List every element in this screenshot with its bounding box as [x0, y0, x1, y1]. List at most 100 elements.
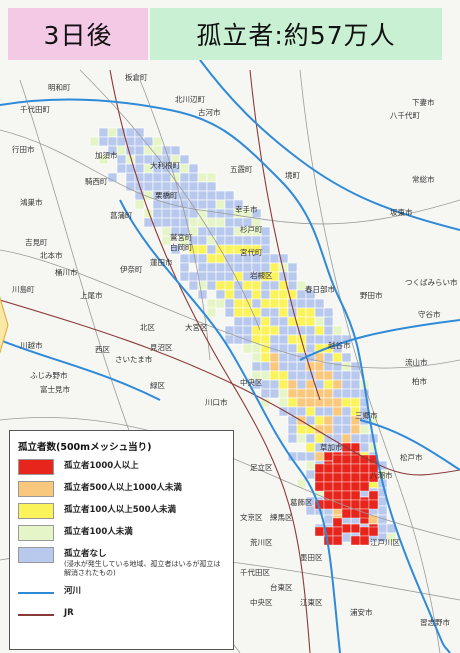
mesh-cell — [98, 127, 109, 138]
mesh-cell — [287, 343, 298, 354]
mesh-cell — [377, 523, 388, 534]
mesh-cell — [197, 226, 208, 237]
mesh-cell — [305, 334, 316, 345]
mesh-cell — [323, 499, 334, 510]
place-label: つくばみらい市 — [405, 277, 458, 287]
mesh-cell — [341, 523, 352, 534]
mesh-cell — [305, 451, 316, 462]
legend-item-1000plus: 孤立者1000人以上 — [18, 459, 225, 475]
mesh-cell — [224, 217, 235, 228]
mesh-cell — [305, 505, 316, 516]
mesh-cell — [287, 325, 298, 336]
mesh-cell — [188, 163, 199, 174]
mesh-cell — [179, 271, 190, 282]
mesh-cell — [269, 307, 280, 318]
mesh-cell — [305, 370, 316, 381]
mesh-cell — [107, 136, 118, 147]
mesh-cell — [188, 181, 199, 192]
mesh-cell — [332, 517, 343, 528]
mesh-cell — [287, 379, 298, 390]
mesh-cell — [341, 472, 352, 483]
place-label: 千代田区 — [240, 567, 270, 577]
mesh-cell — [323, 472, 334, 483]
mesh-cell — [296, 451, 307, 462]
mesh-cell — [359, 499, 370, 510]
mesh-cell — [332, 415, 343, 426]
mesh-cell — [287, 397, 298, 408]
mesh-cell — [251, 352, 262, 363]
mesh-cell — [296, 361, 307, 372]
mesh-cell — [341, 415, 352, 426]
place-label: 北川辺町 — [175, 95, 205, 104]
mesh-cell — [368, 499, 379, 510]
place-label: 騎西町 — [85, 176, 108, 186]
legend-item-none: 孤立者なし (浸水が発生している地域、孤立者はいるが孤立は解消されたもの) — [18, 547, 225, 578]
mesh-cell — [314, 526, 325, 537]
mesh-cell — [188, 271, 199, 282]
mesh-cell — [296, 424, 307, 435]
legend-label: 孤立者500人以上1000人未満 — [64, 483, 182, 493]
place-label: 千代田町 — [20, 104, 50, 114]
mesh-cell — [152, 136, 163, 147]
mesh-cell — [260, 361, 271, 372]
mesh-cell — [323, 406, 334, 417]
mesh-cell — [287, 406, 298, 417]
mesh-cell — [251, 298, 262, 309]
mesh-cell — [260, 325, 271, 336]
place-label: 荒川区 — [250, 537, 273, 547]
mesh-cell — [323, 307, 334, 318]
place-label: 坂東市 — [390, 207, 413, 217]
mesh-cell — [224, 298, 235, 309]
swatch-lightblue — [18, 547, 54, 563]
mesh-cell — [350, 424, 361, 435]
mesh-cell — [359, 508, 370, 519]
mesh-cell — [224, 280, 235, 291]
mesh-cell — [89, 136, 100, 147]
mesh-cell — [116, 136, 127, 147]
mesh-cell — [305, 442, 316, 453]
mesh-cell — [251, 280, 262, 291]
place-label: 菖蒲町 — [110, 210, 133, 220]
mesh-cell — [314, 481, 325, 492]
mesh-cell — [323, 379, 334, 390]
mesh-cell — [323, 490, 334, 501]
mesh-cell — [305, 469, 316, 480]
legend-label: JR — [64, 608, 74, 618]
place-label: 春日部市 — [305, 284, 335, 294]
mesh-cell — [143, 145, 154, 156]
mesh-cell — [134, 199, 145, 210]
place-label: 松戸市 — [400, 452, 423, 462]
mesh-cell — [251, 361, 262, 372]
mesh-cell — [332, 361, 343, 372]
mesh-cell — [278, 343, 289, 354]
mesh-cell — [188, 190, 199, 201]
mesh-cell — [278, 361, 289, 372]
mesh-cell — [98, 154, 109, 165]
mesh-cell — [179, 190, 190, 201]
place-label: 柏市 — [412, 376, 427, 386]
place-label: 草加市 — [320, 442, 343, 452]
mesh-cell — [359, 526, 370, 537]
mesh-cell — [314, 370, 325, 381]
mesh-cell — [341, 379, 352, 390]
mesh-cell — [161, 181, 172, 192]
mesh-cell — [206, 262, 217, 273]
place-label: 越谷市 — [328, 340, 351, 350]
mesh-cell — [215, 271, 226, 282]
mesh-cell — [170, 208, 181, 219]
mesh-cell — [278, 379, 289, 390]
mesh-cell — [350, 490, 361, 501]
swatch-red — [18, 459, 54, 475]
mesh-cell — [323, 415, 334, 426]
mesh-cell — [323, 388, 334, 399]
mesh-cell — [296, 307, 307, 318]
place-label: 足立区 — [250, 462, 273, 472]
mesh-cell — [287, 262, 298, 273]
mesh-cell — [278, 307, 289, 318]
place-label: 境町 — [285, 170, 300, 180]
mesh-cell — [224, 253, 235, 264]
swatch-lightgreen — [18, 525, 54, 541]
mesh-cell — [296, 298, 307, 309]
mesh-cell — [332, 535, 343, 546]
mesh-cell — [332, 397, 343, 408]
